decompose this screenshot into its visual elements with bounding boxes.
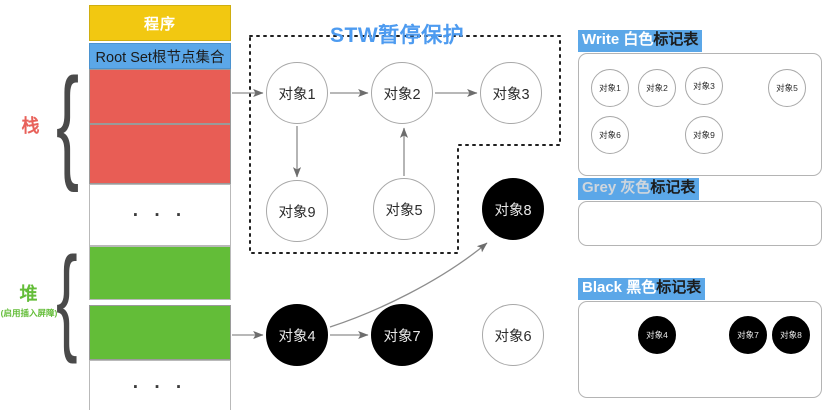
graph-node-obj1[interactable]: 对象1 <box>266 62 328 124</box>
graph-node-obj3[interactable]: 对象3 <box>480 62 542 124</box>
mark-item-obj3[interactable]: 对象3 <box>685 67 723 105</box>
ellipsis-text: · · · <box>132 377 188 398</box>
ellipsis-text: · · · <box>132 204 188 226</box>
panel-grey-box <box>578 201 822 246</box>
graph-node-obj5[interactable]: 对象5 <box>373 178 435 240</box>
mark-item-obj2[interactable]: 对象2 <box>638 69 676 107</box>
node-label: 对象2 <box>383 86 421 103</box>
memory-column: 程序 Root Set根节点集合 · · · · · · <box>89 5 231 410</box>
mark-item-obj7[interactable]: 对象7 <box>729 316 767 354</box>
memory-block-program: 程序 <box>89 5 231 41</box>
panel-write-box: 对象1 对象2 对象3 对象5 对象6 对象9 <box>578 53 822 176</box>
panel-black-title: Black 黑色标记表 <box>578 278 706 300</box>
heap-label-main: 堆 <box>19 284 39 304</box>
panel-title-cn-plain: 标记表 <box>656 279 702 296</box>
mark-item-label: 对象9 <box>693 130 715 140</box>
panel-title-cn-plain: 标记表 <box>653 31 699 48</box>
graph-node-obj4[interactable]: 对象4 <box>266 304 328 366</box>
stack-brace: { <box>56 52 80 193</box>
node-label: 对象7 <box>383 328 421 345</box>
panel-title-en: Black <box>582 279 623 296</box>
graph-node-obj9[interactable]: 对象9 <box>266 180 328 242</box>
mark-item-obj9[interactable]: 对象9 <box>685 116 723 154</box>
node-label: 对象1 <box>278 86 316 103</box>
panel-title-cn-highlight: 白色 <box>619 31 654 48</box>
panel-write-title: Write 白色标记表 <box>578 30 703 52</box>
heap-label: 堆 (启用插入屏障) <box>0 280 58 319</box>
stw-title: STW暂停保护 <box>330 24 465 47</box>
mark-item-label: 对象2 <box>646 83 668 93</box>
mark-item-obj4[interactable]: 对象4 <box>638 316 676 354</box>
mark-item-obj6[interactable]: 对象6 <box>591 116 629 154</box>
node-label: 对象6 <box>494 328 532 345</box>
memory-block-heap-1 <box>89 246 231 300</box>
node-label: 对象8 <box>494 202 532 219</box>
graph-node-obj8[interactable]: 对象8 <box>482 178 544 240</box>
panel-grey-title: Grey 灰色标记表 <box>578 178 700 200</box>
graph-node-obj7[interactable]: 对象7 <box>371 304 433 366</box>
node-label: 对象4 <box>278 328 316 345</box>
memory-block-stack-2 <box>89 124 231 184</box>
mark-item-label: 对象6 <box>599 130 621 140</box>
stack-label: 栈 <box>21 116 41 136</box>
panel-title-cn-plain: 标记表 <box>650 179 696 196</box>
panel-title-cn-highlight: 黑色 <box>622 279 657 296</box>
mark-item-label: 对象8 <box>780 330 802 340</box>
mark-item-label: 对象5 <box>776 83 798 93</box>
graph-node-obj6[interactable]: 对象6 <box>482 304 544 366</box>
mark-item-obj1[interactable]: 对象1 <box>591 69 629 107</box>
memory-block-heap-ellipsis: · · · <box>89 360 231 410</box>
memory-block-stack-ellipsis: · · · <box>89 184 231 246</box>
panel-title-en: Grey <box>582 179 617 196</box>
panel-title-en: Write <box>582 31 620 48</box>
mark-item-label: 对象1 <box>599 83 621 93</box>
memory-block-stack-1 <box>89 69 231 124</box>
mark-item-label: 对象3 <box>693 81 715 91</box>
panel-black-box: 对象4 对象7 对象8 <box>578 301 822 398</box>
memory-block-heap-2 <box>89 305 231 360</box>
mark-item-obj5[interactable]: 对象5 <box>768 69 806 107</box>
mark-item-label: 对象7 <box>737 330 759 340</box>
node-label: 对象9 <box>278 204 316 221</box>
node-label: 对象5 <box>385 202 423 219</box>
heap-label-sub: (启用插入屏障) <box>0 308 58 318</box>
heap-brace: { <box>56 233 78 365</box>
node-label: 对象3 <box>492 86 530 103</box>
graph-node-obj2[interactable]: 对象2 <box>371 62 433 124</box>
mark-item-label: 对象4 <box>646 330 668 340</box>
memory-block-root-set: Root Set根节点集合 <box>89 43 231 69</box>
panel-title-cn-highlight: 灰色 <box>616 179 651 196</box>
mark-item-obj8[interactable]: 对象8 <box>772 316 810 354</box>
